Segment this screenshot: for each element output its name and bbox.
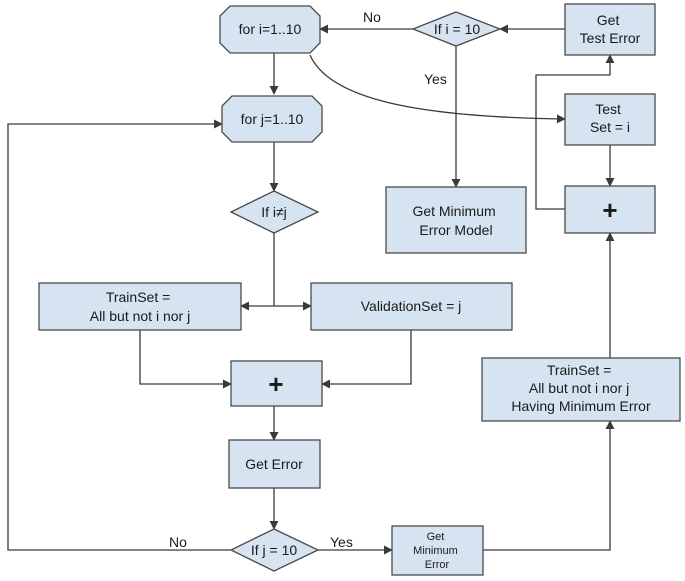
trainset-right-line-1: TrainSet = (547, 362, 611, 378)
get-error-label: Get Error (245, 456, 303, 472)
edge-label-yes-top: Yes (424, 71, 447, 87)
node-get-min-error-model: Get Minimum Error Model (385, 186, 527, 254)
edge-labels: No Yes No Yes (169, 9, 447, 550)
node-get-min-error: Get Minimum Error (391, 525, 484, 576)
plus-right-label: + (602, 195, 617, 225)
node-plus-center: + (230, 360, 323, 407)
edges (7, 24, 615, 555)
node-plus-right: + (564, 185, 656, 234)
node-if-j-equals-10: If j = 10 (229, 528, 320, 572)
plus-center-label: + (268, 369, 283, 399)
node-trainset-right: TrainSet = All but not i nor j Having Mi… (481, 357, 681, 422)
edge-trainset-to-plus (139, 330, 232, 389)
node-get-error: Get Error (228, 439, 321, 489)
get-test-error-line-1: Get (597, 12, 620, 28)
node-validation-set: ValidationSet = j (310, 282, 513, 331)
node-trainset-left: TrainSet = All but not i nor j (38, 282, 242, 331)
trainset-right-line-2: All but not i nor j (529, 380, 629, 396)
svg-text:Get Test Error: Get Test Error (580, 12, 641, 46)
min-error-line-1: Get (427, 531, 445, 543)
edge-if-j-no-to-loop-j (7, 119, 231, 551)
min-error-line-2: Minimum (413, 545, 458, 557)
loop-j-label: for j=1..10 (241, 111, 304, 127)
node-if-i-equals-10: If i = 10 (411, 11, 502, 47)
min-error-line-3: Error (425, 559, 450, 571)
edge-validation-to-plus (321, 330, 412, 389)
loop-i-label: for i=1..10 (239, 21, 302, 37)
node-if-i-not-j: If i≠j (229, 190, 320, 234)
test-set-line-1: Test (595, 101, 621, 117)
edge-min-error-to-trainset-right (483, 420, 615, 551)
if-ne-label: If i≠j (261, 204, 287, 220)
trainset-left-line-2: All but not i nor j (90, 308, 190, 324)
edge-loop-i-to-test-set (309, 54, 566, 124)
node-get-test-error: Get Test Error (564, 3, 656, 56)
svg-text:Test Set = i: Test Set = i (590, 101, 630, 135)
test-set-line-2: Set = i (590, 119, 630, 135)
svg-text:Get Minimum Error Model: Get Minimum Error Model (412, 203, 499, 238)
node-test-set: Test Set = i (564, 93, 656, 146)
if-j-10-label: If j = 10 (251, 542, 298, 558)
svg-text:Get Minimum Error: Get Minimum Error (413, 531, 461, 571)
edge-plus-to-test-error (535, 54, 615, 210)
svg-text:TrainSet = All but not i: TrainSet = All but not i nor j Having Mi… (511, 362, 651, 414)
min-model-line-1: Get Minimum (412, 203, 495, 219)
edge-label-no-bottom: No (169, 534, 187, 550)
svg-text:TrainSet = All but not i: TrainSet = All but not i nor j (90, 289, 190, 324)
trainset-left-line-1: TrainSet = (106, 289, 170, 305)
validation-set-label: ValidationSet = j (361, 298, 462, 314)
if-i-10-label: If i = 10 (434, 21, 481, 37)
trainset-right-line-3: Having Minimum Error (511, 398, 651, 414)
get-test-error-line-2: Test Error (580, 30, 641, 46)
node-loop-i: for i=1..10 (219, 5, 321, 54)
edge-label-yes-bottom: Yes (330, 534, 353, 550)
node-loop-j: for j=1..10 (221, 95, 323, 143)
min-model-line-2: Error Model (419, 222, 492, 238)
edge-label-no-top: No (363, 9, 381, 25)
